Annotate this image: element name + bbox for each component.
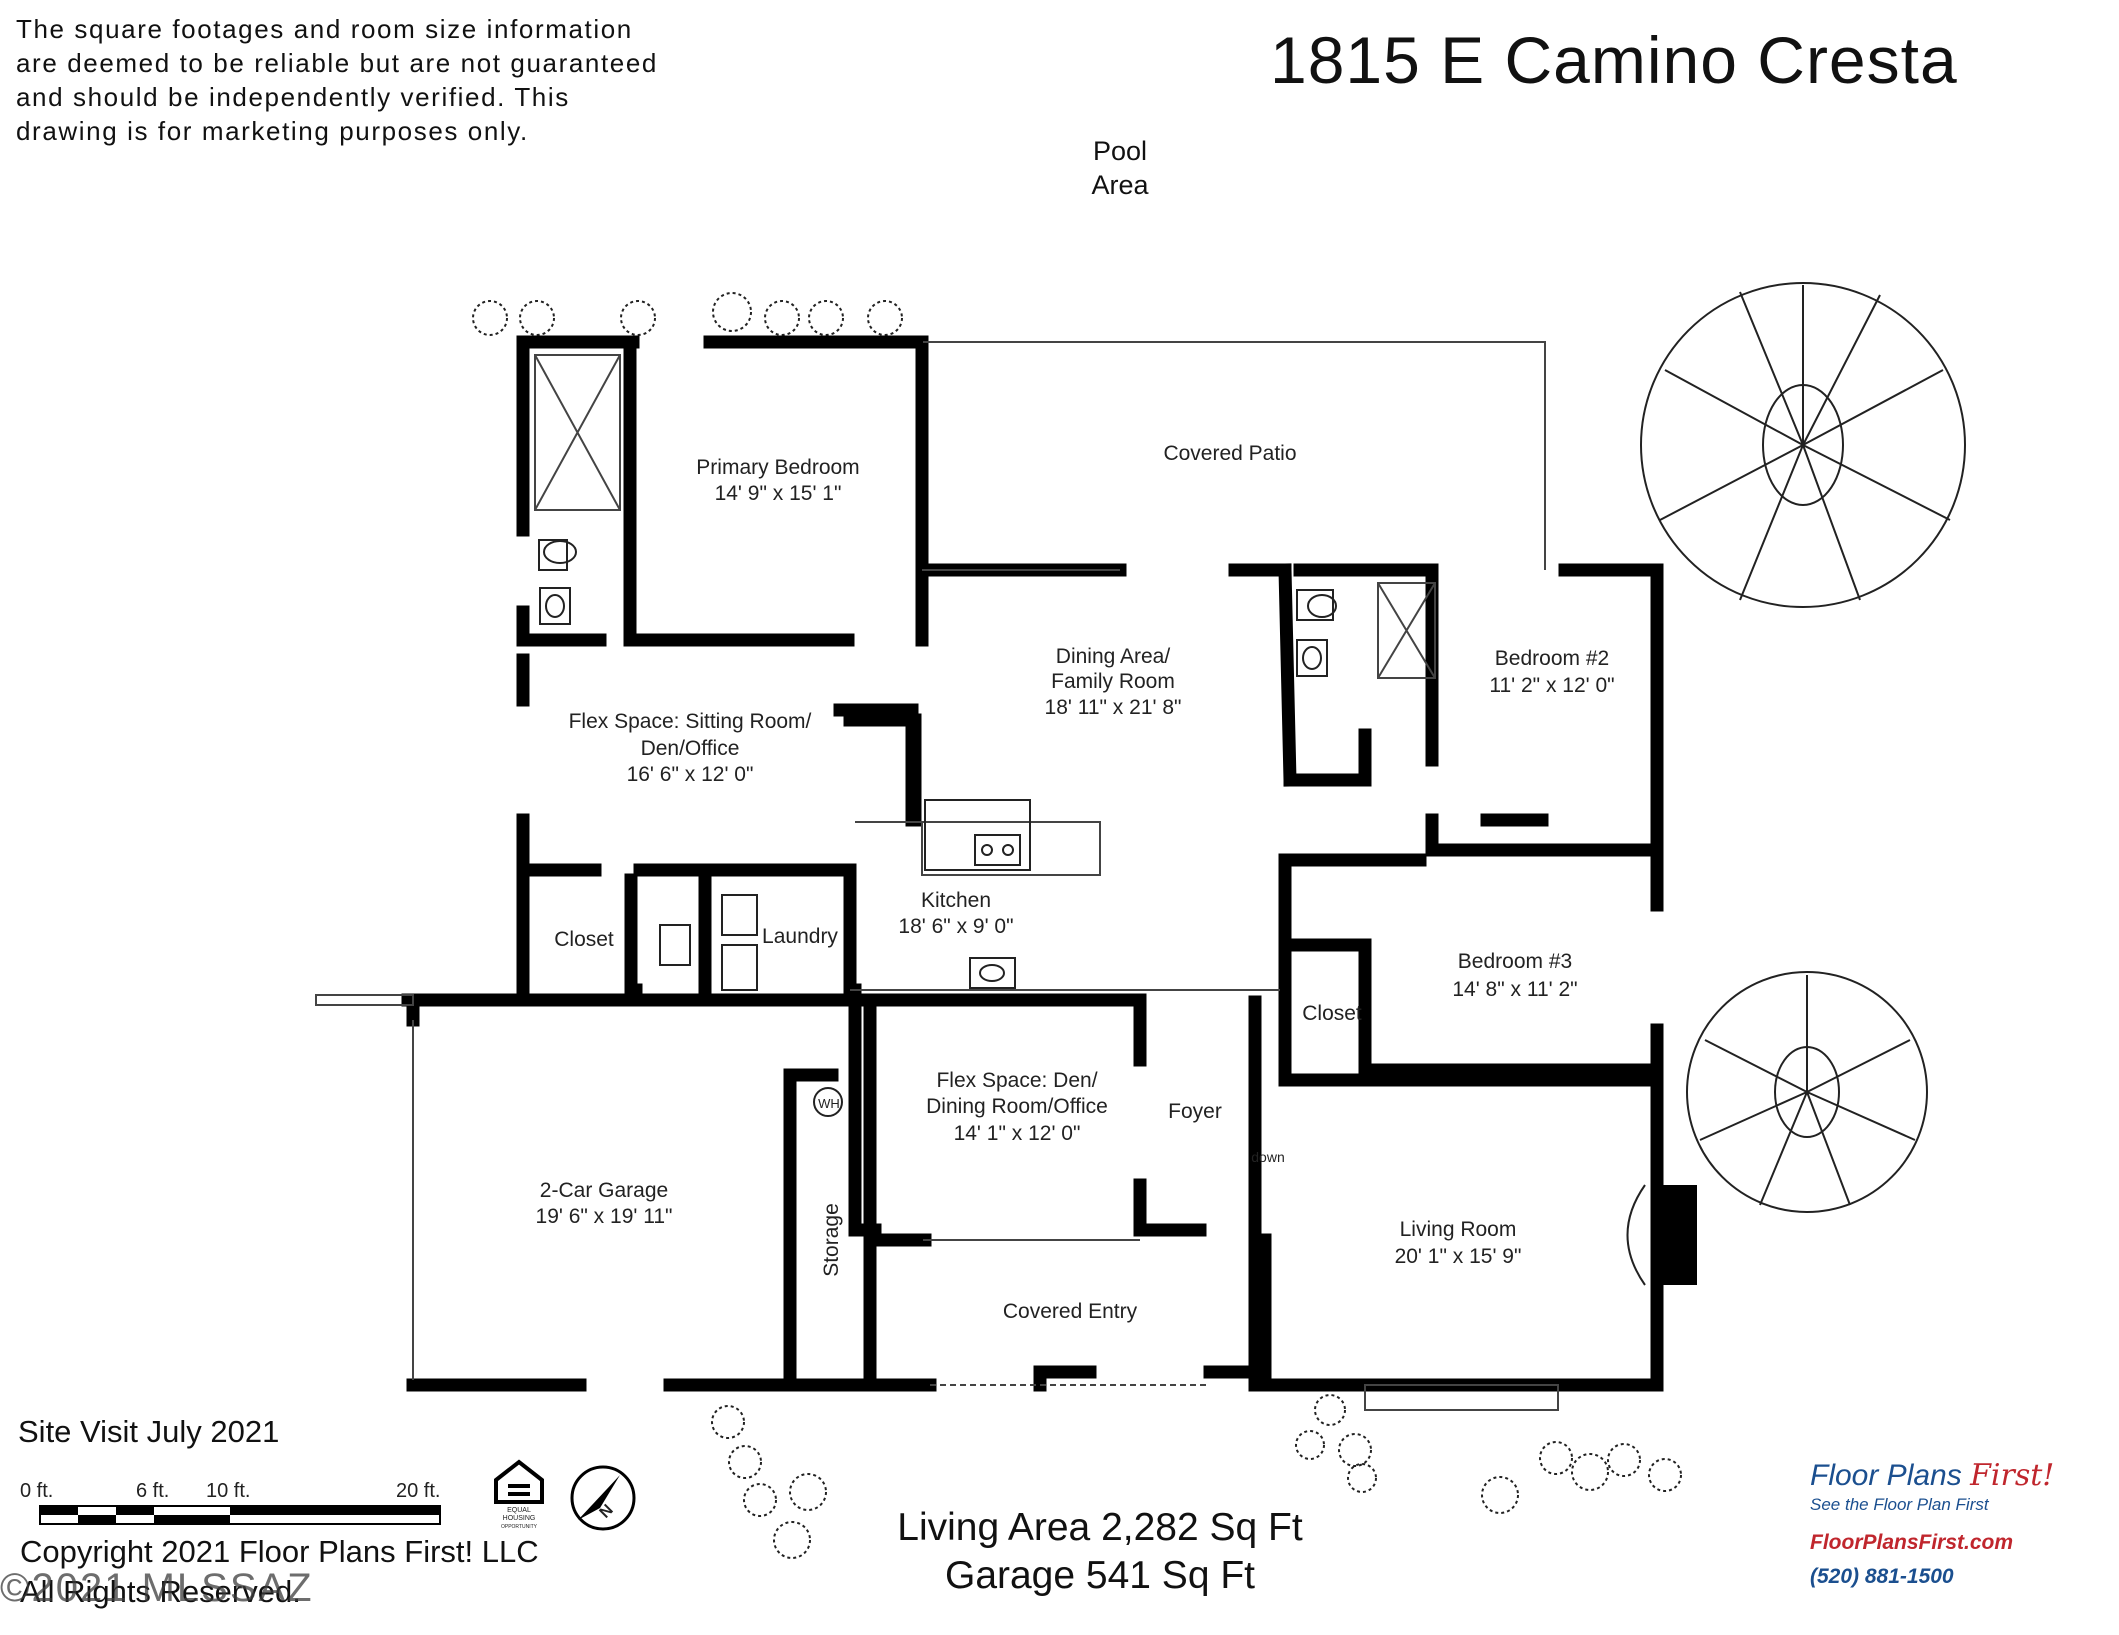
flex-sitting-size: 16' 6" x 12' 0" <box>627 763 754 786</box>
primary-bedroom-size: 14' 9" x 15' 1" <box>715 482 842 505</box>
living-room-size: 20' 1" x 15' 9" <box>1395 1245 1522 1268</box>
living-area-text: Living Area 2,282 Sq Ft <box>897 1506 1303 1549</box>
scale-tick-label: 6 ft. <box>136 1480 169 1502</box>
pool-label-line: Area <box>1091 170 1149 200</box>
property-address: 1815 E Camino Cresta <box>1270 23 1958 97</box>
equal-housing-text: OPPORTUNITY <box>501 1524 538 1530</box>
pool-area-label: Pool Area <box>1060 134 1180 202</box>
north-arrow-icon: N <box>570 1465 636 1531</box>
dining-family-name-1: Dining Area/ <box>1056 645 1171 668</box>
tree-right <box>1686 971 1928 1213</box>
disclaimer: The square footages and room size inform… <box>16 12 656 148</box>
kitchen-name: Kitchen <box>921 889 991 912</box>
copyright-line: Copyright 2021 Floor Plans First! LLC <box>20 1534 539 1569</box>
brand-logo: Floor Plans First! <box>1810 1458 2090 1493</box>
disclaimer-line: drawing is for marketing purposes only. <box>16 116 529 146</box>
garage-area-text: Garage 541 Sq Ft <box>944 1554 1256 1597</box>
flex-den-size: 14' 1" x 12' 0" <box>954 1122 1081 1145</box>
storage-name: Storage <box>820 1203 843 1277</box>
room-labels: Primary Bedroom 14' 9" x 15' 1" Covered … <box>536 442 1615 1323</box>
brand-name: Floor Plans <box>1810 1459 1962 1492</box>
flex-den-name-1: Flex Space: Den/ <box>936 1069 1097 1092</box>
laundry-name: Laundry <box>762 925 838 948</box>
brand-name-accent: First! <box>1970 1458 2055 1493</box>
garage-size: 19' 6" x 19' 11" <box>536 1205 673 1228</box>
shrubs-top <box>472 292 903 336</box>
primary-bedroom-name: Primary Bedroom <box>696 456 859 479</box>
fireplace <box>1626 1184 1697 1286</box>
fixtures <box>538 539 1337 1117</box>
equal-housing-text: EQUAL <box>507 1507 531 1514</box>
closet-name: Closet <box>1302 1002 1362 1025</box>
site-visit: Site Visit July 2021 <box>18 1414 280 1449</box>
bedroom2-name: Bedroom #2 <box>1495 647 1609 670</box>
scale-tick-label: 20 ft. <box>396 1480 440 1502</box>
pool-label-line: Pool <box>1092 136 1148 166</box>
covered-entry-name: Covered Entry <box>1003 1300 1138 1323</box>
disclaimer-line: The square footages and room size inform… <box>16 14 633 44</box>
brand-block: Floor Plans First! See the Floor Plan Fi… <box>1810 1458 2090 1589</box>
flex-sitting-name-2: Den/Office <box>641 737 740 760</box>
dining-family-name-2: Family Room <box>1051 670 1175 693</box>
thin-lines <box>315 341 1559 1411</box>
copyright: Copyright 2021 Floor Plans First! LLC Al… <box>20 1532 539 1612</box>
water-heater-name: WH <box>818 1096 840 1111</box>
mls-watermark: ©2021 MLSSAZ <box>0 1566 314 1610</box>
scale-tick-label: 0 ft. <box>20 1480 53 1502</box>
down-label: down <box>1251 1149 1284 1165</box>
shrubs-bottom <box>711 1394 1682 1559</box>
living-room-name: Living Room <box>1400 1218 1517 1241</box>
scale-bar: 0 ft. 6 ft. 10 ft. 20 ft. <box>20 1480 441 1525</box>
equal-housing-text: HOUSING <box>503 1515 536 1522</box>
flex-den-name-2: Dining Room/Office <box>926 1095 1108 1118</box>
scale-tick-label: 10 ft. <box>206 1480 250 1502</box>
disclaimer-line: are deemed to be reliable but are not gu… <box>16 48 658 78</box>
disclaimer-line: and should be independently verified. Th… <box>16 82 570 112</box>
kitchen-size: 18' 6" x 9' 0" <box>898 915 1013 938</box>
foyer-name: Foyer <box>1168 1100 1222 1123</box>
garage-name: 2-Car Garage <box>540 1179 668 1202</box>
copyright-line: All Rights Reserved. <box>20 1574 301 1609</box>
brand-phone: (520) 881-1500 <box>1810 1565 1954 1588</box>
covered-patio-name: Covered Patio <box>1163 442 1296 465</box>
brand-tagline: See the Floor Plan First <box>1810 1495 1989 1514</box>
flex-sitting-name-1: Flex Space: Sitting Room/ <box>569 710 812 733</box>
area-summary: Living Area 2,282 Sq Ft Garage 541 Sq Ft <box>820 1504 1380 1600</box>
closet-name: Closet <box>554 928 614 951</box>
brand-url: FloorPlansFirst.com <box>1810 1531 2014 1554</box>
dining-family-size: 18' 11" x 21' 8" <box>1045 696 1182 719</box>
equal-housing-logo: EQUAL HOUSING OPPORTUNITY <box>494 1459 544 1530</box>
bedroom3-name: Bedroom #3 <box>1458 950 1572 973</box>
tree-top-right <box>1640 282 1966 608</box>
bedroom3-size: 14' 8" x 11' 2" <box>1452 978 1577 1001</box>
bedroom2-size: 11' 2" x 12' 0" <box>1489 674 1614 697</box>
